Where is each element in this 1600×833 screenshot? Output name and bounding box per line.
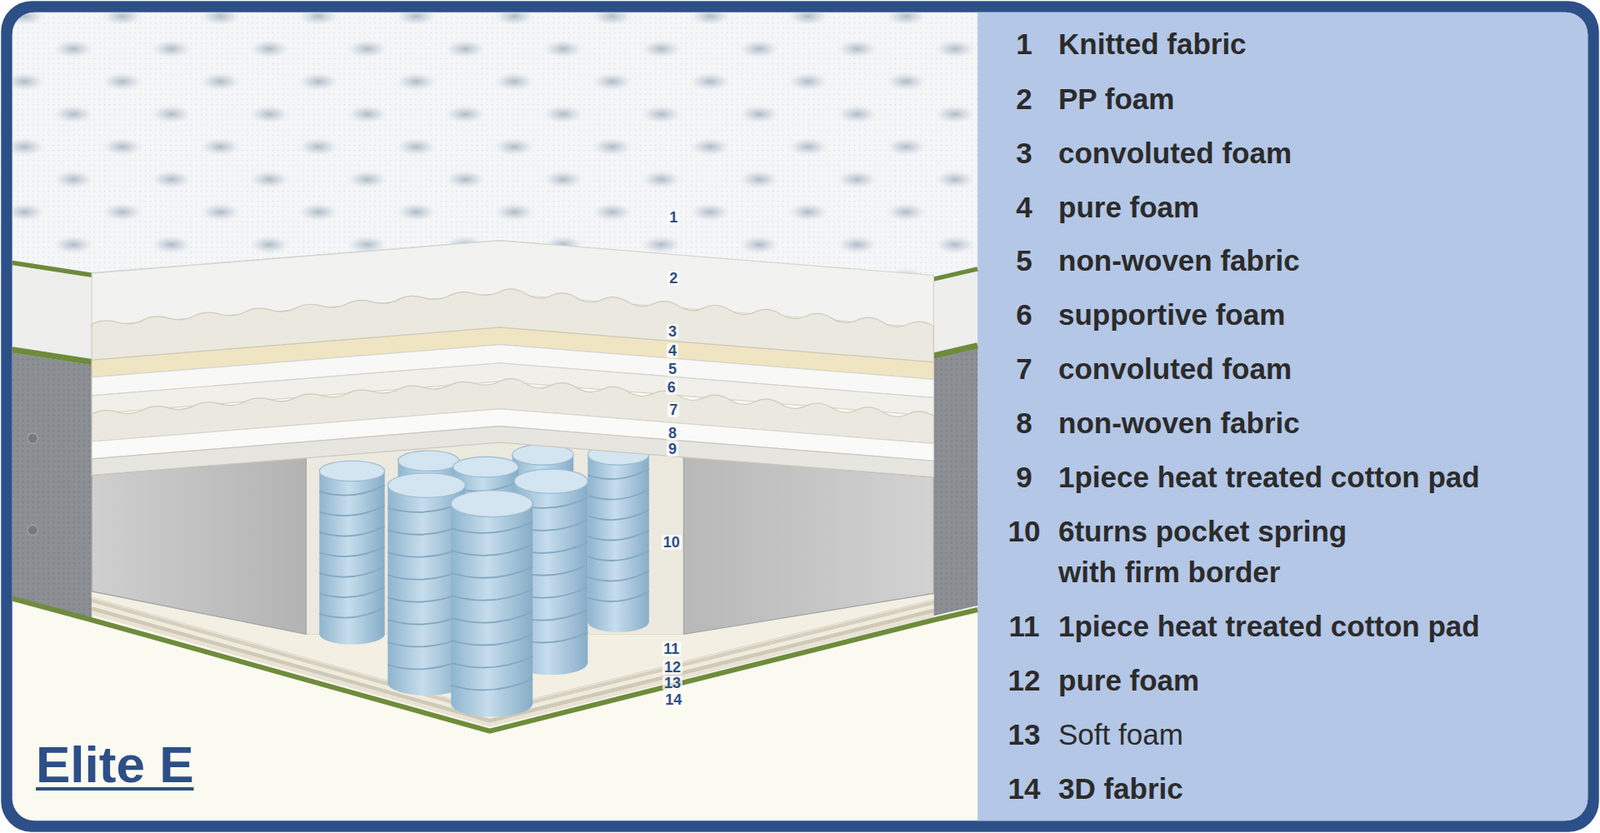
part-name: convoluted foam	[1058, 351, 1292, 387]
callout-number: 11	[661, 641, 681, 657]
quilted-top	[12, 12, 978, 278]
part-name: supportive foam	[1058, 297, 1285, 333]
list-number: 1	[999, 26, 1050, 62]
callout-number: 13	[662, 675, 683, 691]
button	[27, 525, 38, 535]
pocket-spring	[450, 490, 533, 718]
list-number: 4	[999, 190, 1050, 225]
callout-number: 5	[666, 361, 679, 377]
callout-number: 8	[666, 425, 679, 441]
side-fabric	[12, 265, 93, 360]
list-number: 3	[999, 135, 1050, 171]
callout-number: 1	[667, 210, 680, 225]
callout-number: 7	[667, 402, 680, 418]
list-number: 8	[999, 405, 1050, 441]
spring-base	[587, 611, 649, 632]
side-border	[933, 349, 978, 617]
side-texture	[12, 353, 93, 619]
spring-base	[450, 690, 533, 718]
callout-number: 3	[666, 324, 679, 340]
part-name: Knitted fabric	[1058, 26, 1247, 62]
piping	[12, 350, 93, 363]
list-number: 12	[999, 663, 1050, 699]
spring-top	[398, 450, 460, 471]
firm-border	[683, 456, 934, 635]
part-name: non-woven fabric	[1058, 405, 1300, 441]
spring-top	[450, 490, 533, 518]
side-border	[12, 353, 93, 619]
knit-texture	[12, 12, 978, 278]
spring-body	[450, 504, 533, 705]
spring-top	[453, 456, 519, 477]
callout-number: 12	[662, 660, 683, 675]
pocket-spring	[319, 460, 385, 645]
part-name: pure foam	[1058, 663, 1200, 699]
part-name: pure foam	[1058, 190, 1200, 225]
part-name: convoluted foam	[1058, 135, 1292, 171]
callout-number: 9	[666, 441, 679, 457]
list-number: 11	[999, 609, 1050, 645]
callout-number: 6	[665, 380, 678, 395]
list-number: 14	[999, 771, 1050, 807]
part-name: 6turns pocket spring with firm border	[1058, 510, 1380, 593]
part-name: Soft foam	[1058, 717, 1184, 753]
inner-area	[12, 12, 1589, 822]
part-name: non-woven fabric	[1058, 243, 1300, 279]
list-number: 6	[999, 297, 1050, 333]
part-name: 1piece heat treated cotton pad	[1058, 609, 1480, 645]
list-number: 13	[999, 717, 1050, 753]
cotton-pad-layer	[91, 426, 934, 478]
firm-border	[91, 458, 306, 635]
list-number: 10	[999, 514, 1050, 550]
spring-top	[387, 473, 465, 498]
pocket-spring	[587, 445, 649, 633]
piping	[933, 345, 978, 356]
spring-coil	[587, 469, 649, 602]
spring-coil	[450, 522, 533, 691]
spring-top	[514, 469, 588, 494]
list-number: 9	[999, 460, 1050, 495]
callout-number: 2	[667, 270, 680, 286]
title: Elite E	[35, 735, 195, 795]
side-texture	[933, 349, 978, 617]
spring-base	[319, 624, 385, 645]
part-name: PP foam	[1058, 81, 1175, 117]
part-name: 3D fabric	[1058, 771, 1184, 807]
callout-number: 4	[666, 343, 679, 359]
button	[27, 433, 38, 444]
quilt-dimples	[12, 12, 978, 278]
list-number: 7	[999, 351, 1050, 387]
callout-number: 14	[663, 692, 684, 708]
spring-coil	[319, 485, 385, 619]
list-number: 2	[999, 81, 1050, 117]
part-name: 1piece heat treated cotton pad	[1058, 460, 1480, 495]
spring-body	[319, 470, 385, 635]
spring-body	[587, 455, 649, 623]
spring-top	[319, 460, 385, 481]
legend-panel	[977, 12, 1588, 822]
list-number: 5	[999, 243, 1050, 279]
callout-number: 10	[661, 535, 682, 550]
side-fabric	[933, 271, 978, 354]
